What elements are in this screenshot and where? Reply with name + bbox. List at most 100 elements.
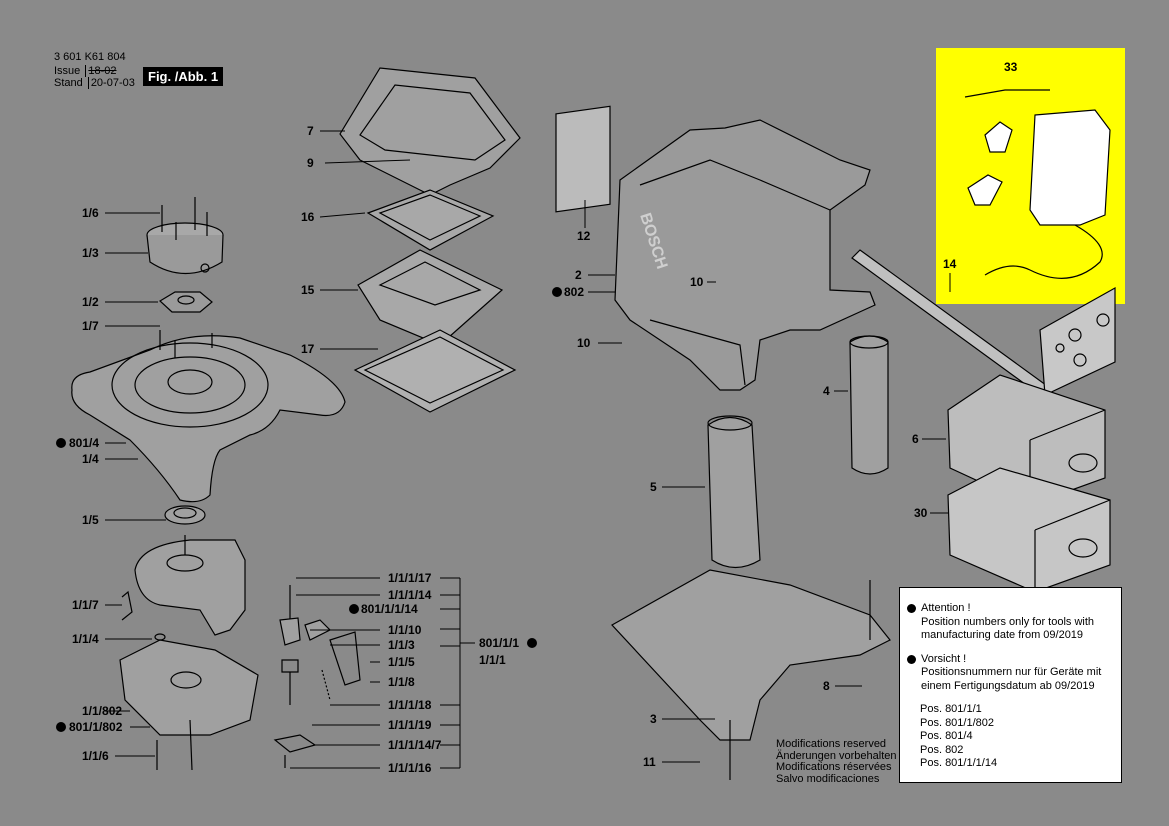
attention-bullet (907, 604, 916, 613)
stand-value: 20-07-03 (87, 77, 135, 89)
panel-part (1039, 286, 1116, 396)
bullet-802 (552, 287, 562, 297)
label-33: 33 (1004, 60, 1018, 74)
bellows-part-5 (707, 415, 761, 569)
attention-notice: Attention ! Position numbers only for to… (899, 587, 1122, 783)
label-12: 12 (577, 229, 591, 243)
label-30: 30 (914, 506, 928, 520)
pipe-part-4 (849, 335, 889, 475)
issue-label: Issue (54, 65, 81, 77)
label-1-5: 1/5 (82, 513, 99, 527)
label-4: 4 (823, 384, 830, 398)
modifications-es: Salvo modificaciones (776, 772, 880, 785)
label-16: 16 (301, 210, 315, 224)
bearing-part (159, 291, 213, 313)
part-labels: 1/6 1/3 1/2 1/7 801/4 1/4 1/5 1/1/7 1/1/… (69, 60, 1018, 775)
label-11: 11 (643, 755, 656, 769)
base-plate-part (71, 330, 346, 503)
label-1-1-4: 1/1/4 (72, 632, 99, 646)
label-1-4: 1/4 (82, 452, 99, 466)
label-1-1-1-18: 1/1/1/18 (388, 698, 432, 712)
battery-box-part-6 (947, 374, 1106, 506)
attention-title: Attention ! (921, 602, 971, 614)
label-1-2: 1/2 (82, 295, 99, 309)
bullet-801-1-1-14 (349, 604, 359, 614)
label-15: 15 (301, 283, 315, 297)
leader-lines (105, 130, 951, 769)
label-1-6: 1/6 (82, 206, 99, 220)
charger-part (964, 89, 1111, 279)
label-sticker-part (555, 105, 611, 213)
part-number: 3 601 K61 804 (54, 51, 126, 63)
label-1-1-1-14-7: 1/1/1/14/7 (388, 738, 442, 752)
label-801-4: 801/4 (69, 436, 99, 450)
label-1-1-1-16: 1/1/1/16 (388, 761, 432, 775)
vorsicht-title: Vorsicht ! (921, 652, 967, 665)
ring-part (164, 505, 206, 525)
label-1-1-1-14: 1/1/1/14 (388, 588, 432, 602)
label-9: 9 (307, 156, 314, 170)
bullet-801-1-802 (56, 722, 66, 732)
stand-row: Stand 20-07-03 (54, 77, 135, 89)
stand-label: Stand (54, 77, 83, 89)
top-cover-part (339, 67, 521, 196)
label-6: 6 (912, 432, 919, 446)
label-2: 2 (575, 268, 582, 282)
label-801-1-1-14: 801/1/1/14 (361, 602, 418, 616)
label-1-1-8: 1/1/8 (388, 675, 415, 689)
figure-label: Fig. /Abb. 1 (143, 67, 224, 86)
label-802: 802 (564, 285, 584, 299)
base-part-3 (611, 569, 891, 780)
sensor-assembly-part (273, 585, 361, 768)
position-1: Pos. 801/1/802 (920, 716, 995, 729)
label-1-1-1-17: 1/1/1/17 (388, 571, 432, 585)
vorsicht-bullet (907, 654, 916, 664)
housing-part (614, 119, 876, 391)
motor-unit-part (121, 535, 246, 636)
position-0: Pos. 801/1/1 (920, 703, 982, 715)
battery-box-part-30 (947, 467, 1111, 593)
label-1-1-7: 1/1/7 (72, 598, 99, 612)
modifications-note: Modifications reserved Änderungen vorbeh… (776, 738, 897, 785)
label-1-1-10: 1/1/10 (388, 623, 422, 637)
label-17: 17 (301, 342, 315, 356)
bullet-801-1-1 (527, 638, 537, 648)
label-3: 3 (650, 712, 657, 726)
seal-part-17 (353, 329, 517, 413)
label-10-upper: 10 (690, 275, 704, 289)
modifications-fr: Modifications réservées (776, 761, 892, 773)
label-10-lower: 10 (577, 336, 591, 350)
label-801-1-802: 801/1/802 (69, 720, 123, 734)
drawing (71, 67, 1116, 780)
modifications-de: Änderungen vorbehalten (776, 749, 897, 762)
label-1-1-802: 1/1/802 (82, 704, 122, 718)
issue-row: Issue 18-02 (54, 65, 117, 77)
rotor-cap-part (146, 197, 224, 274)
bullet-dots (56, 287, 562, 732)
label-8: 8 (823, 679, 830, 693)
label-1-1-6: 1/1/6 (82, 749, 109, 763)
label-1-1-1: 1/1/1 (479, 653, 506, 667)
position-4: Pos. 801/1/1/14 (920, 757, 998, 769)
position-3: Pos. 802 (920, 743, 964, 756)
label-1-1-3: 1/1/3 (388, 638, 415, 652)
vorsicht-text-2: einem Fertigungsdatum ab 09/2019 (921, 679, 1095, 692)
label-14: 14 (943, 257, 957, 271)
label-5: 5 (650, 480, 657, 494)
vorsicht-text-1: Positionsnummern nur für Geräte mit (921, 666, 1102, 678)
label-1-1-1-19: 1/1/1/19 (388, 718, 432, 732)
attention-text-2: manufacturing date from 09/2019 (921, 629, 1084, 641)
label-801-1-1: 801/1/1 (479, 636, 519, 650)
label-1-7: 1/7 (82, 319, 99, 333)
vorsicht-row: Vorsicht ! (907, 653, 1117, 667)
bullet-801-4 (56, 438, 66, 448)
label-1-1-5: 1/1/5 (388, 655, 415, 669)
label-1-3: 1/3 (82, 246, 99, 260)
prism-part-15 (357, 249, 504, 346)
attention-row: Attention ! (907, 602, 1117, 616)
label-7: 7 (307, 124, 314, 138)
modifications-en: Modifications reserved (776, 738, 887, 750)
issue-value: 18-02 (85, 65, 117, 77)
position-2: Pos. 801/4 (920, 730, 973, 742)
